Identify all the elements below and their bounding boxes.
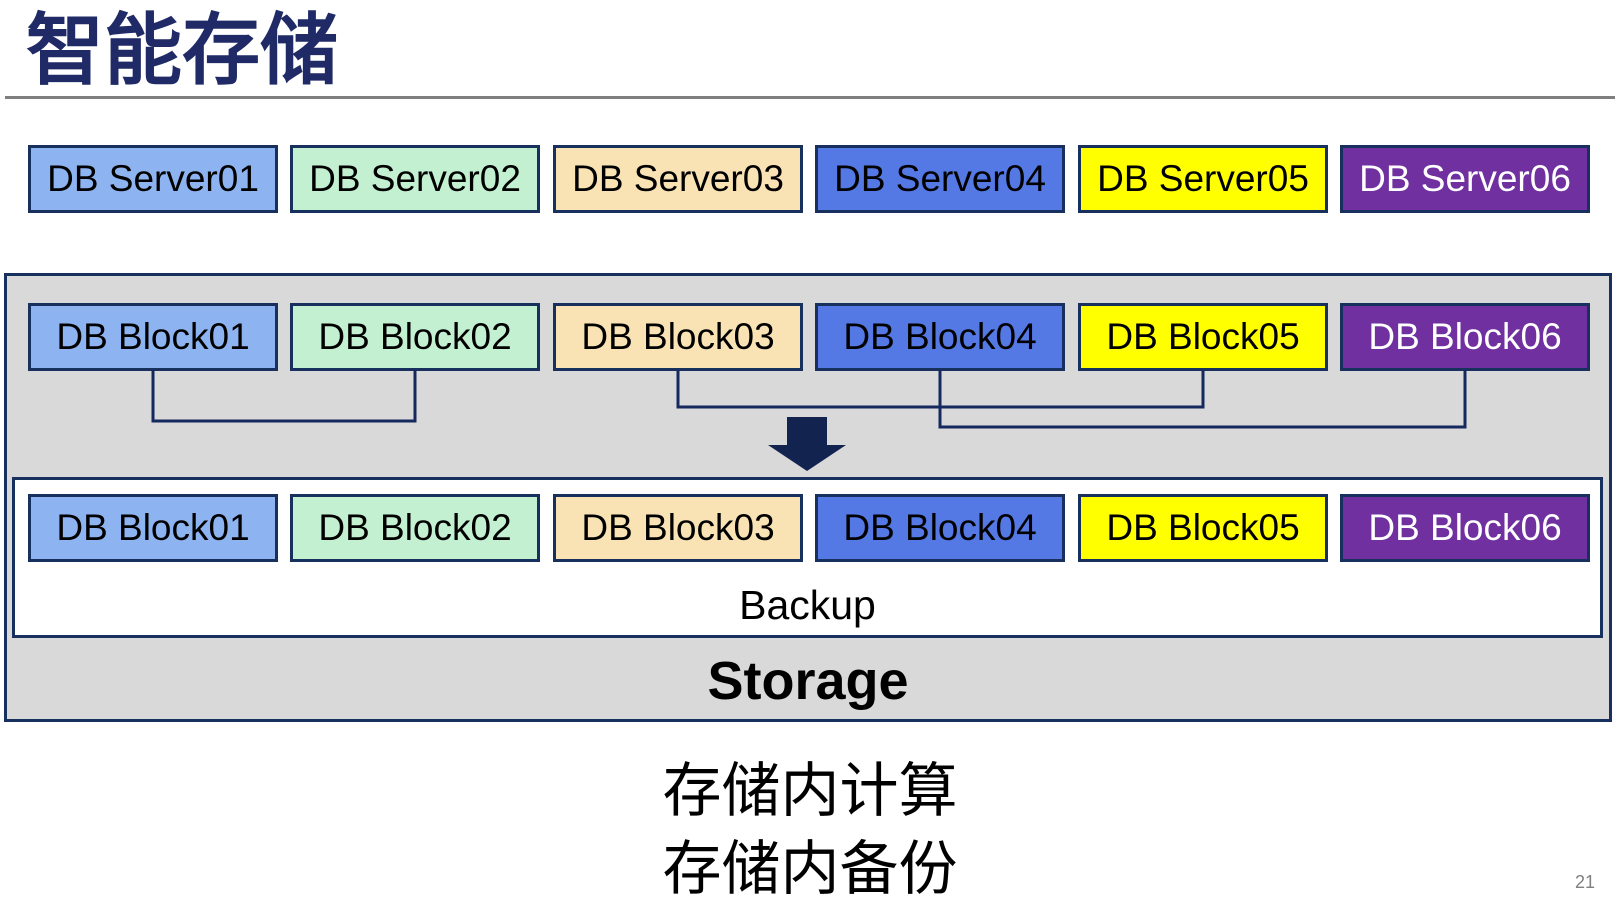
db-server-box-6: DB Server06 — [1340, 145, 1590, 213]
db-server-box-1: DB Server01 — [28, 145, 278, 213]
db-block-bottom-1: DB Block01 — [28, 494, 278, 562]
caption-line-2: 存储内备份 — [662, 836, 958, 902]
db-block-bottom-4: DB Block04 — [815, 494, 1065, 562]
backup-label: Backup — [739, 582, 876, 628]
db-server-box-3: DB Server03 — [553, 145, 803, 213]
db-block-top-6: DB Block06 — [1340, 303, 1590, 371]
db-block-top-4: DB Block04 — [815, 303, 1065, 371]
db-block-top-2: DB Block02 — [290, 303, 540, 371]
storage-label: Storage — [707, 651, 909, 711]
db-block-bottom-6: DB Block06 — [1340, 494, 1590, 562]
caption: 存储内计算 存储内备份 — [0, 752, 1620, 908]
db-block-top-3: DB Block03 — [553, 303, 803, 371]
db-server-box-2: DB Server02 — [290, 145, 540, 213]
db-block-top-1: DB Block01 — [28, 303, 278, 371]
db-block-top-5: DB Block05 — [1078, 303, 1328, 371]
db-block-bottom-5: DB Block05 — [1078, 494, 1328, 562]
page-title: 智能存储 — [26, 6, 339, 94]
db-server-box-5: DB Server05 — [1078, 145, 1328, 213]
title-divider — [5, 96, 1615, 99]
db-block-bottom-3: DB Block03 — [553, 494, 803, 562]
page-number: 21 — [1574, 872, 1595, 892]
db-server-box-4: DB Server04 — [815, 145, 1065, 213]
caption-line-1: 存储内计算 — [662, 758, 958, 824]
db-block-bottom-2: DB Block02 — [290, 494, 540, 562]
